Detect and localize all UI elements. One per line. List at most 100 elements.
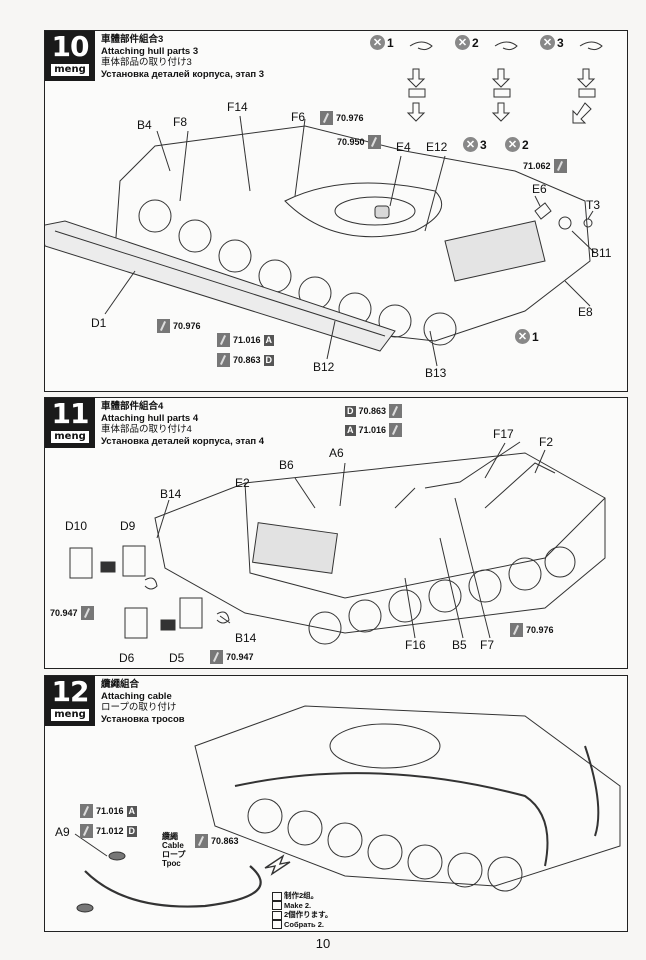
part-label: B14 — [235, 631, 257, 645]
paint-brush-icon — [157, 319, 170, 333]
cable-label-ja: ロープ — [162, 850, 186, 859]
paint-brush-icon — [80, 804, 93, 818]
step-number: 10 — [51, 30, 90, 63]
paint-callout: 71.016 A — [217, 333, 275, 347]
part-label: B11 — [591, 246, 612, 260]
paint-callout: 70.976 — [157, 319, 201, 333]
cable-label-zh: 纜繩 — [162, 832, 178, 841]
part-label: A6 — [329, 446, 344, 460]
paint-code: 71.016 — [358, 425, 387, 435]
count-qty: 1 — [387, 35, 394, 50]
title-zh: 車體部件組合3 — [101, 34, 164, 45]
part-label: A9 — [55, 825, 70, 839]
paint-code: 70.863 — [211, 836, 239, 846]
paint-brush-icon — [195, 834, 208, 848]
cross-icon: ✕ — [540, 35, 555, 50]
paint-code: 70.863 — [233, 355, 261, 365]
part-label: D5 — [169, 651, 185, 665]
title-ru: Установка тросов — [101, 713, 185, 725]
part-label: B5 — [452, 638, 467, 652]
brand-logo: meng — [51, 64, 89, 76]
paint-brush-icon — [80, 606, 94, 620]
count-badge: ✕ 3 — [463, 137, 487, 152]
title-ru: Установка деталей корпуса, этап 3 — [101, 68, 265, 80]
part-label: F2 — [539, 435, 554, 449]
cross-icon: ✕ — [463, 137, 478, 152]
paint-tag: A — [126, 805, 138, 817]
count-qty: 3 — [557, 35, 564, 50]
hull-drawing-step-11 — [69, 441, 606, 645]
paint-callout: 70.863 — [195, 834, 239, 848]
title-ja: 車体部品の取り付け3 — [101, 57, 192, 68]
paint-callout: A 71.016 — [345, 423, 403, 437]
paint-brush-icon — [210, 650, 223, 664]
paint-brush-icon — [389, 404, 403, 418]
part-label: B6 — [279, 458, 294, 472]
paint-code: 70.976 — [526, 625, 554, 635]
paint-code: 71.012 — [96, 826, 124, 836]
paint-callout: 70.947 — [50, 606, 94, 620]
paint-brush-icon — [553, 159, 567, 173]
title-zh: 車體部件組合4 — [101, 401, 164, 412]
part-label: F14 — [227, 100, 248, 114]
step-11-panel: 11 meng 車體部件組合4 Attaching hull parts 4 車… — [44, 397, 628, 669]
part-label: F16 — [405, 638, 426, 652]
brand-logo: meng — [51, 709, 89, 721]
part-label: B12 — [313, 360, 335, 374]
cross-icon: ✕ — [370, 35, 385, 50]
paint-callout: 70.950 — [337, 135, 381, 149]
paint-tag: D — [263, 354, 275, 366]
paint-callout: 70.976 — [510, 623, 554, 637]
title-zh: 纜繩組合 — [101, 679, 140, 690]
part-label: T3 — [586, 198, 601, 212]
paint-code: 71.062 — [523, 161, 551, 171]
paint-tag: A — [345, 424, 356, 436]
hull-drawing-step-10 — [45, 41, 603, 367]
part-label: E2 — [235, 476, 250, 490]
count-badge: ✕ 2 — [505, 137, 529, 152]
paint-brush-icon — [367, 135, 381, 149]
title-ru: Установка деталей корпуса, этап 4 — [101, 435, 265, 447]
make-note-ja: 2個作ります。 — [284, 910, 333, 920]
cross-icon: ✕ — [515, 329, 530, 344]
part-label: D1 — [91, 316, 107, 330]
count-qty: 1 — [532, 329, 539, 344]
step-11-badge: 11 meng — [45, 398, 95, 448]
paint-code: 71.016 — [96, 806, 124, 816]
quantity-icon — [272, 891, 282, 901]
quantity-icon — [272, 920, 282, 930]
paint-tag: A — [263, 334, 275, 346]
paint-brush-icon — [80, 824, 93, 838]
paint-callout: 71.012 D — [80, 824, 138, 838]
step-11-titles: 車體部件組合4 Attaching hull parts 4 車体部品の取り付け… — [101, 401, 264, 447]
part-label: D10 — [65, 519, 88, 533]
title-en: Attaching hull parts 4 — [101, 412, 199, 424]
part-label: F7 — [480, 638, 495, 652]
cross-icon: ✕ — [455, 35, 470, 50]
paint-brush-icon — [217, 353, 230, 367]
count-qty: 3 — [480, 137, 487, 152]
count-qty: 2 — [472, 35, 479, 50]
quantity-icon — [272, 910, 282, 920]
count-badge: ✕ 1 — [370, 35, 394, 50]
part-label: E6 — [532, 182, 547, 196]
part-label: F17 — [493, 427, 514, 441]
step-12-panel: 12 meng 纜繩組合 Attaching cable ロープの取り付け Ус… — [44, 675, 628, 932]
step-12-badge: 12 meng — [45, 676, 95, 726]
brand-logo: meng — [51, 431, 89, 443]
paint-tag: D — [345, 405, 356, 417]
step-number: 12 — [51, 675, 90, 708]
count-badge: ✕ 2 — [455, 35, 479, 50]
paint-brush-icon — [320, 111, 333, 125]
paint-code: 70.947 — [226, 652, 254, 662]
cable-label: 纜繩 Cable ロープ Трос — [162, 832, 186, 868]
paint-callout: 70.976 — [320, 111, 364, 125]
cross-icon: ✕ — [505, 137, 520, 152]
part-label: E4 — [396, 140, 411, 154]
part-label: B4 — [137, 118, 152, 132]
hull-drawing-step-12 — [74, 705, 621, 913]
paint-code: 70.950 — [337, 137, 365, 147]
step-10-titles: 車體部件組合3 Attaching hull parts 3 車体部品の取り付け… — [101, 34, 264, 80]
paint-code: 70.863 — [358, 406, 387, 416]
title-ja: 車体部品の取り付け4 — [101, 424, 192, 435]
